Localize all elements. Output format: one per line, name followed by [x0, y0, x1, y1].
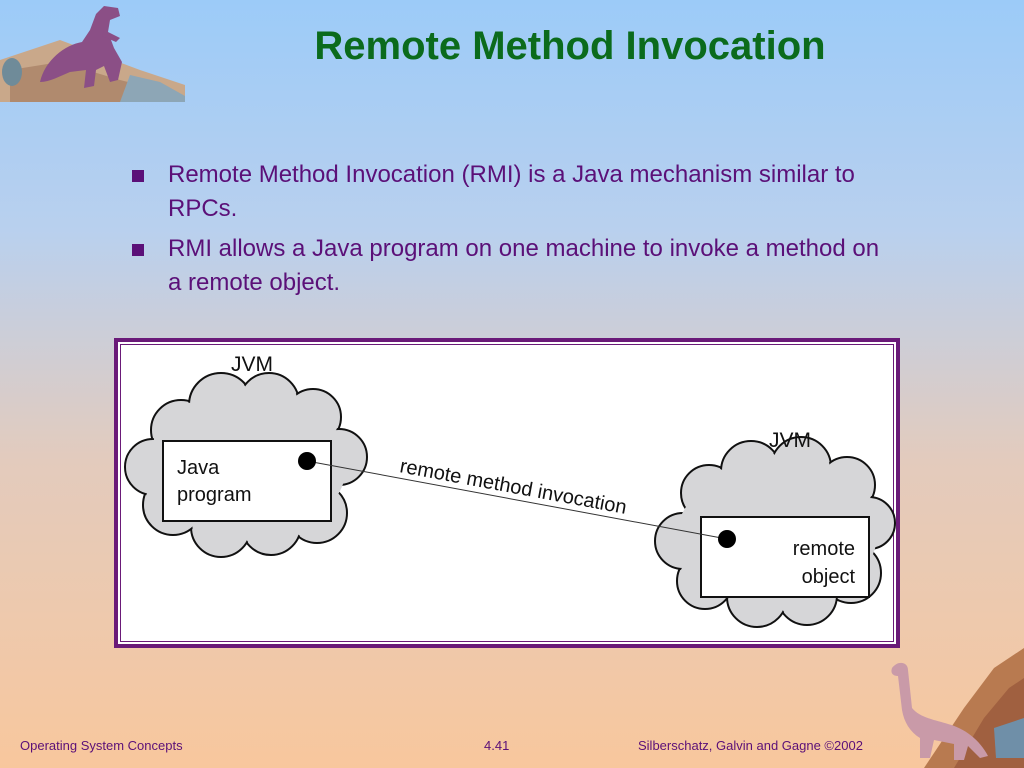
bullet-text: Remote Method Invocation (RMI) is a Java… [168, 161, 855, 222]
slide-title: Remote Method Invocation [314, 24, 826, 68]
remote-endpoint-dot [718, 530, 736, 548]
bullet-item: Remote Method Invocation (RMI) is a Java… [130, 158, 890, 226]
left-jvm-label: JVM [231, 353, 273, 376]
dinosaur-trex-icon [0, 6, 185, 102]
java-program-label-line2: program [177, 484, 251, 506]
dinosaur-brachiosaurus-icon [891, 648, 1024, 768]
footer-page-number: 4.41 [484, 738, 510, 753]
connection-label: remote method invocation [398, 455, 628, 519]
rmi-diagram: JVM JVM Java program remote object remot… [124, 353, 896, 628]
right-jvm-label: JVM [769, 429, 811, 452]
remote-object-label-line1: remote [793, 538, 855, 560]
caller-endpoint-dot [298, 452, 316, 470]
bullet-item: RMI allows a Java program on one machine… [130, 232, 890, 300]
rmi-diagram-frame: JVM JVM Java program remote object remot… [114, 338, 900, 648]
remote-object-label-line2: object [802, 566, 856, 588]
footer-course: Operating System Concepts [20, 738, 183, 753]
bullet-text: RMI allows a Java program on one machine… [168, 235, 880, 296]
rmi-connection-line [306, 460, 728, 540]
square-bullet-icon [132, 244, 144, 256]
java-program-label-line1: Java [177, 457, 220, 479]
rmi-diagram-panel: JVM JVM Java program remote object remot… [120, 344, 896, 642]
footer-copyright: Silberschatz, Galvin and Gagne ©2002 [638, 738, 863, 753]
square-bullet-icon [132, 170, 144, 182]
bullet-list: Remote Method Invocation (RMI) is a Java… [130, 158, 890, 306]
